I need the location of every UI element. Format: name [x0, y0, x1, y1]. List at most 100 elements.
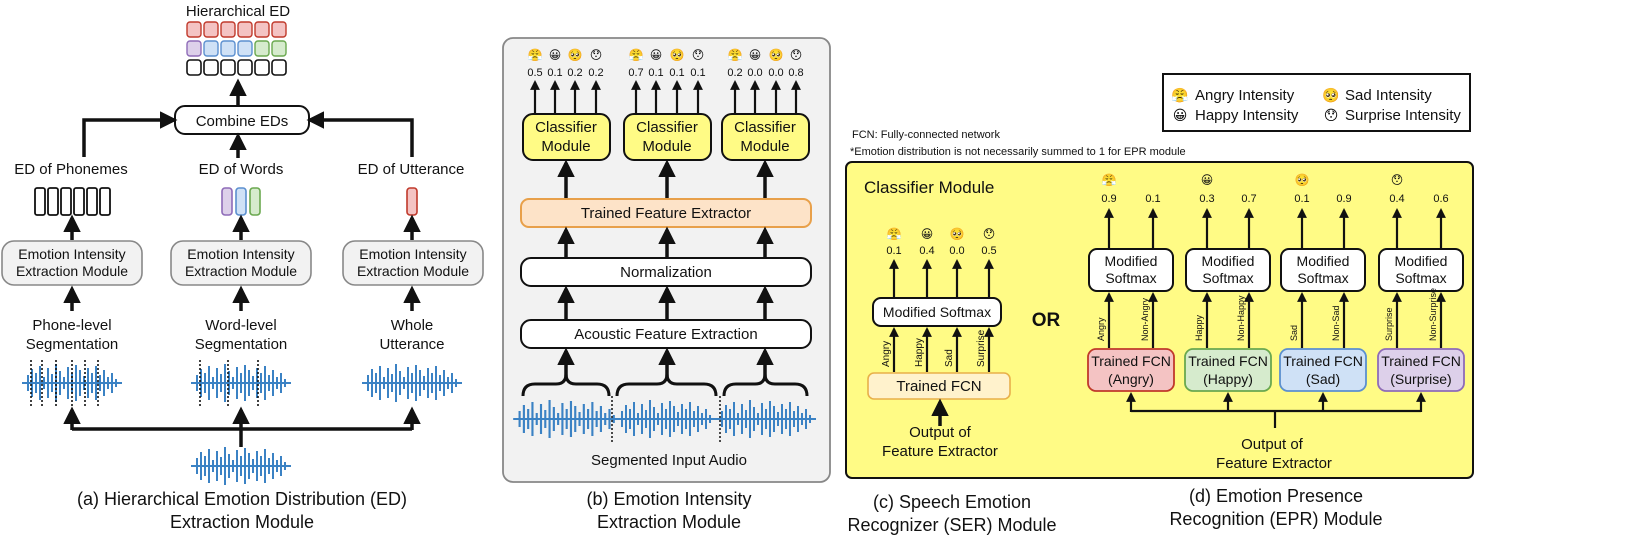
- svg-text:Module: Module: [642, 138, 691, 155]
- svg-text:Emotion Intensity: Emotion Intensity: [359, 246, 466, 262]
- svg-text:Classifier: Classifier: [734, 119, 796, 136]
- svg-text:(Happy): (Happy): [1203, 371, 1253, 387]
- svg-text:0.1: 0.1: [690, 67, 705, 79]
- svg-text:😤: 😤: [728, 48, 743, 62]
- fcn-note: FCN: Fully-connected network: [852, 129, 1000, 141]
- legend-angry-label: Angry Intensity: [1195, 87, 1295, 104]
- svg-text:Modified: Modified: [1202, 253, 1255, 269]
- svg-text:0.1: 0.1: [547, 67, 562, 79]
- svg-text:Trained Feature Extractor: Trained Feature Extractor: [581, 205, 751, 222]
- epr-output-label: Output of: [1241, 436, 1304, 453]
- hierarchical-ed-grid: [186, 21, 287, 76]
- legend-sad-label: Sad Intensity: [1345, 87, 1432, 104]
- legend-surprise-label: Surprise Intensity: [1345, 107, 1461, 124]
- legend-angry-icon: 😤: [1171, 87, 1189, 103]
- b-emoji-col-2: 😤 😀 🥺 😯 0.7 0.1 0.1 0.1: [628, 48, 705, 79]
- classifier-module-1: Classifier Module: [522, 113, 611, 161]
- whole-utterance-label: Whole: [391, 317, 434, 334]
- svg-text:0.5: 0.5: [527, 67, 542, 79]
- panel-c: 😤 😀 🥺 😯 0.1 0.4 0.0 0.5 Modified Softmax…: [847, 227, 1056, 535]
- legend-surprise-icon: 😯: [1324, 107, 1339, 123]
- classifier-module-3: Classifier Module: [721, 113, 810, 161]
- svg-text:😀: 😀: [921, 227, 934, 241]
- svg-text:Module: Module: [740, 138, 789, 155]
- svg-text:0.1: 0.1: [648, 67, 663, 79]
- svg-text:Non-Surprise: Non-Surprise: [1428, 288, 1438, 341]
- ser-score-surprise: 0.5: [981, 245, 996, 257]
- ed-words-label: ED of Words: [199, 161, 284, 178]
- svg-text:0.6: 0.6: [1433, 193, 1448, 205]
- svg-text:😀: 😀: [549, 48, 562, 62]
- svg-text:0.0: 0.0: [768, 67, 783, 79]
- epr-note: *Emotion distribution is not necessarily…: [850, 146, 1186, 158]
- ed-row-phonemes: [186, 59, 287, 76]
- panel-b: 😤 😀 🥺 😯 0.5 0.1 0.2 0.2 😤 😀 🥺 😯 0.7 0.1 …: [502, 37, 831, 532]
- svg-text:Trained FCN: Trained FCN: [1283, 353, 1363, 369]
- classifier-module-title: Classifier Module: [864, 178, 994, 197]
- epr-group-angry: 😤 0.9 0.1 Modified Softmax Angry Non-Ang…: [1087, 173, 1175, 392]
- caption-b-line1: (b) Emotion Intensity: [586, 489, 751, 509]
- svg-text:0.2: 0.2: [567, 67, 582, 79]
- svg-text:Softmax: Softmax: [1202, 270, 1253, 286]
- svg-text:Emotion Intensity: Emotion Intensity: [187, 246, 294, 262]
- epr-group-happy: 😀 0.3 0.7 Modified Softmax Happy Non-Hap…: [1184, 173, 1272, 392]
- ser-score-sad: 0.0: [949, 245, 964, 257]
- svg-text:Emotion Intensity: Emotion Intensity: [18, 246, 125, 262]
- hierarchical-ed-label: Hierarchical ED: [186, 3, 290, 20]
- svg-text:Softmax: Softmax: [1105, 270, 1156, 286]
- eie-module-word: Emotion Intensity Extraction Module: [170, 240, 312, 286]
- classifier-module-2: Classifier Module: [623, 113, 712, 161]
- svg-text:0.1: 0.1: [1145, 193, 1160, 205]
- panel-a: Hierarchical ED: [1, 3, 484, 532]
- caption-c-line1: (c) Speech Emotion: [873, 492, 1031, 512]
- svg-text:Extraction Module: Extraction Module: [185, 263, 297, 279]
- caption-a-line1: (a) Hierarchical Emotion Distribution (E…: [77, 489, 407, 509]
- svg-text:🥺: 🥺: [670, 48, 685, 62]
- caption-a-line2: Extraction Module: [170, 512, 314, 532]
- svg-text:Surprise: Surprise: [1384, 307, 1394, 341]
- svg-text:😤: 😤: [528, 48, 543, 62]
- ser-label-sad: Sad: [944, 349, 955, 367]
- svg-text:Non-Angry: Non-Angry: [1140, 297, 1150, 341]
- svg-text:0.7: 0.7: [1241, 193, 1256, 205]
- svg-text:Normalization: Normalization: [620, 264, 712, 281]
- eie-module-utterance: Emotion Intensity Extraction Module: [342, 240, 484, 286]
- svg-text:Softmax: Softmax: [1297, 270, 1348, 286]
- epr-group-sad: 🥺 0.1 0.9 Modified Softmax Sad Non-Sad T…: [1279, 173, 1367, 392]
- legend-box: [1162, 73, 1471, 132]
- svg-text:Softmax: Softmax: [1395, 270, 1446, 286]
- epr-group-surprise: 😯 0.4 0.6 Modified Softmax Surprise Non-…: [1377, 173, 1465, 392]
- ed-utterance-label: ED of Utterance: [358, 161, 465, 178]
- word-ed-bars: [221, 187, 261, 216]
- legend: 😤 Angry Intensity 😀 Happy Intensity 🥺 Sa…: [1162, 73, 1471, 132]
- b-score-arrows: [530, 80, 801, 113]
- legend-happy-icon: 😀: [1173, 107, 1188, 123]
- svg-text:Modified: Modified: [1395, 253, 1448, 269]
- ser-trained-fcn: Trained FCN: [867, 372, 1011, 400]
- svg-text:🥺: 🥺: [568, 48, 583, 62]
- svg-text:0.2: 0.2: [727, 67, 742, 79]
- svg-text:Sad: Sad: [1289, 325, 1299, 341]
- svg-text:😯: 😯: [692, 48, 705, 62]
- svg-text:(Surprise): (Surprise): [1390, 371, 1451, 387]
- svg-text:Trained FCN: Trained FCN: [1381, 353, 1461, 369]
- svg-text:😯: 😯: [790, 48, 803, 62]
- ser-label-surprise: Surprise: [976, 329, 987, 367]
- segment-braces: [521, 373, 809, 397]
- svg-text:🥺: 🥺: [1295, 173, 1310, 187]
- svg-text:😀: 😀: [749, 48, 762, 62]
- utterance-waveform: [362, 364, 462, 402]
- svg-text:Happy: Happy: [1194, 314, 1204, 341]
- acoustic-feature-box: Acoustic Feature Extraction: [520, 319, 812, 349]
- svg-text:Modified Softmax: Modified Softmax: [883, 304, 991, 320]
- svg-text:(Sad): (Sad): [1306, 371, 1340, 387]
- svg-text:🥺: 🥺: [950, 227, 965, 241]
- ed-phonemes-label: ED of Phonemes: [14, 161, 127, 178]
- b-emoji-col-3: 😤 😀 🥺 😯 0.2 0.0 0.0 0.8: [727, 48, 803, 79]
- ser-label-happy: Happy: [914, 338, 925, 367]
- ser-output-label: Output of: [909, 424, 972, 441]
- utterance-ed-bar: [406, 187, 418, 216]
- caption-d-line2: Recognition (EPR) Module: [1169, 509, 1382, 529]
- svg-text:Classifier: Classifier: [535, 119, 597, 136]
